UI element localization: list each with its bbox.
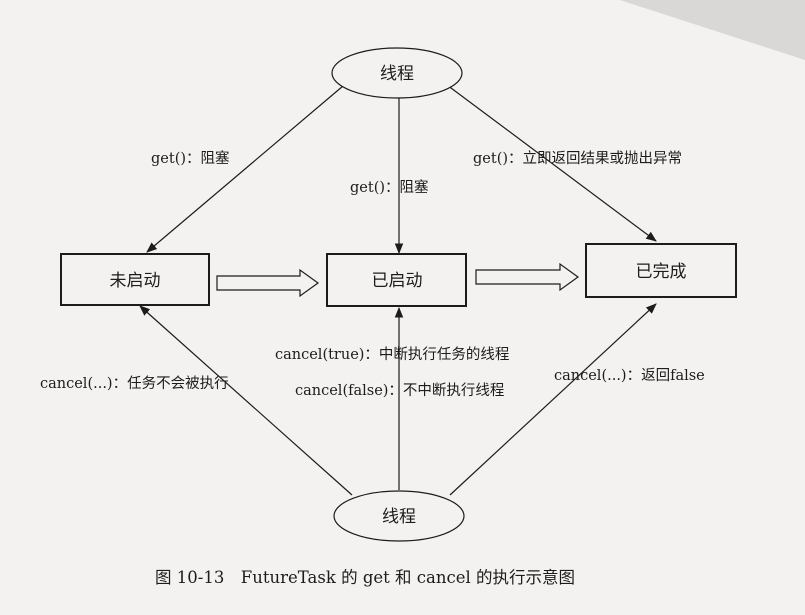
thread-top-node bbox=[331, 47, 463, 99]
started-node bbox=[326, 253, 467, 307]
edge-top-to-completed bbox=[446, 84, 657, 242]
transition-arrow-1 bbox=[216, 268, 320, 298]
edge-bottom-to-completed bbox=[449, 303, 657, 496]
cancel-started-false-label: cancel(false)：不中断执行线程 bbox=[295, 382, 504, 399]
thread-bottom-node bbox=[333, 490, 465, 542]
cancel-not-started-label: cancel(...)：任务不会被执行 bbox=[40, 375, 229, 392]
started-label: 已启动 bbox=[372, 271, 423, 291]
not-started-label: 未启动 bbox=[110, 271, 161, 291]
cancel-completed-label: cancel(...)：返回false bbox=[554, 367, 705, 384]
completed-node bbox=[585, 243, 737, 298]
thread-top-label: 线程 bbox=[380, 64, 414, 84]
edge-top-to-not-started bbox=[146, 85, 344, 253]
cancel-started-true-label: cancel(true)：中断执行任务的线程 bbox=[275, 346, 509, 363]
completed-label: 已完成 bbox=[636, 262, 687, 282]
not-started-node bbox=[60, 253, 210, 306]
get-started-label: get()：阻塞 bbox=[350, 178, 429, 196]
thread-bottom-label: 线程 bbox=[382, 507, 416, 527]
edge-bottom-to-not-started bbox=[139, 305, 353, 496]
get-completed-label: get()：立即返回结果或抛出异常 bbox=[473, 150, 682, 167]
transition-arrow-2 bbox=[475, 262, 580, 292]
figure-caption: 图 10-13 FutureTask 的 get 和 cancel 的执行示意图 bbox=[155, 568, 575, 587]
get-not-started-label: get()：阻塞 bbox=[151, 149, 230, 167]
